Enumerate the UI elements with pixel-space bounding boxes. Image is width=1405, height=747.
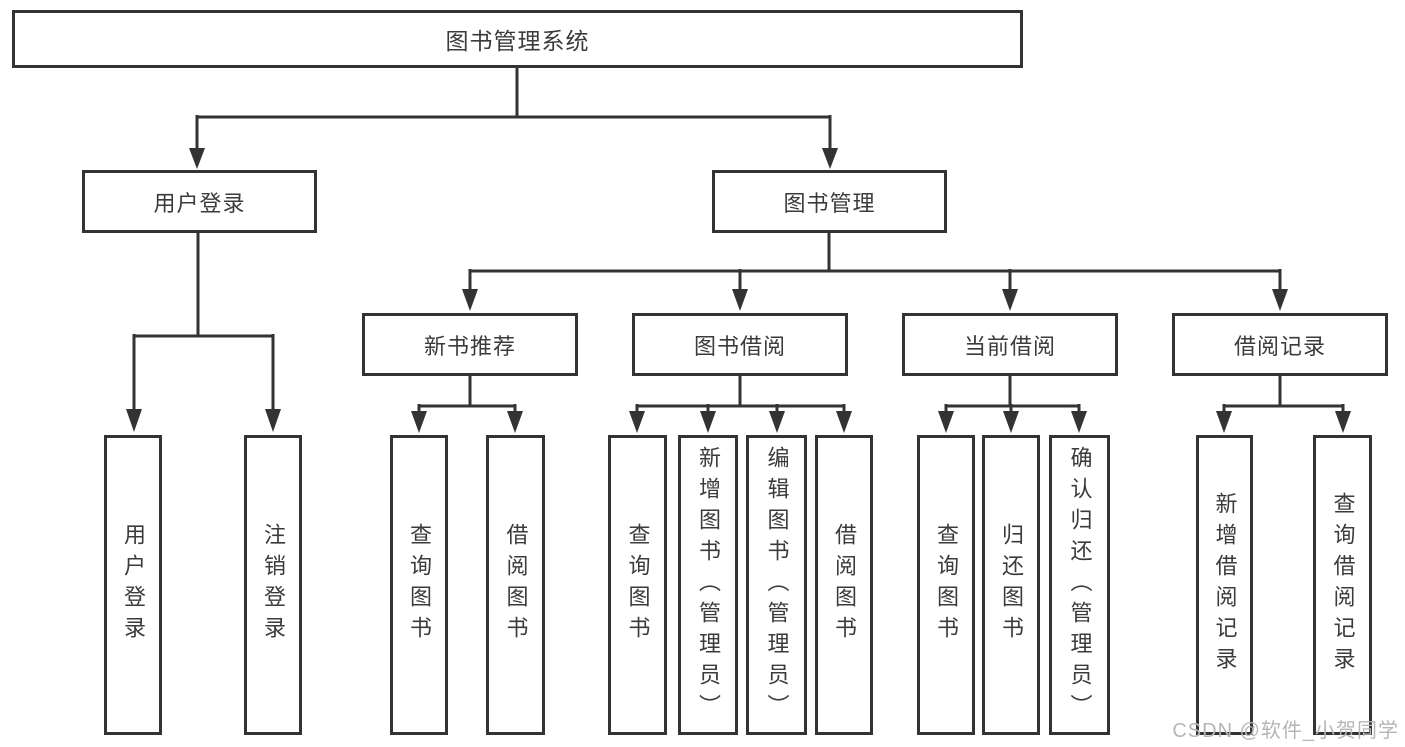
leaf-borrow-books-recommend: 借阅图书 bbox=[486, 435, 545, 735]
node-new-book-recommend: 新书推荐 bbox=[362, 313, 578, 376]
leaf-return-book: 归还图书 bbox=[982, 435, 1040, 735]
branch-current-borrow bbox=[938, 376, 1087, 433]
leaf-add-book-admin: 新增图书（管理员） bbox=[678, 435, 738, 735]
leaf-confirm-return-admin: 确认归还（管理员） bbox=[1049, 435, 1110, 735]
branch-book-borrow bbox=[629, 376, 852, 433]
branch-borrow-record bbox=[1216, 376, 1351, 433]
leaf-edit-book-admin: 编辑图书（管理员） bbox=[746, 435, 807, 735]
branch-user-login bbox=[126, 233, 281, 432]
leaf-add-borrow-record: 新增借阅记录 bbox=[1196, 435, 1253, 735]
branch-new-book bbox=[411, 376, 523, 433]
node-book-borrow: 图书借阅 bbox=[632, 313, 848, 376]
leaf-query-books-borrow: 查询图书 bbox=[608, 435, 667, 735]
node-current-borrow: 当前借阅 bbox=[902, 313, 1118, 376]
csdn-watermark: CSDN @软件_小贺同学 bbox=[1172, 720, 1399, 742]
branch-root bbox=[189, 68, 838, 169]
leaf-query-books-recommend: 查询图书 bbox=[390, 435, 448, 735]
leaf-query-borrow-record: 查询借阅记录 bbox=[1313, 435, 1372, 735]
leaf-user-login: 用户登录 bbox=[104, 435, 162, 735]
branch-book-management bbox=[462, 233, 1288, 311]
leaf-query-books-current: 查询图书 bbox=[917, 435, 975, 735]
leaf-borrow-books: 借阅图书 bbox=[815, 435, 873, 735]
node-borrow-record: 借阅记录 bbox=[1172, 313, 1388, 376]
node-library-system: 图书管理系统 bbox=[12, 10, 1023, 68]
node-user-login-group: 用户登录 bbox=[82, 170, 317, 233]
leaf-logout: 注销登录 bbox=[244, 435, 302, 735]
node-book-management: 图书管理 bbox=[712, 170, 947, 233]
